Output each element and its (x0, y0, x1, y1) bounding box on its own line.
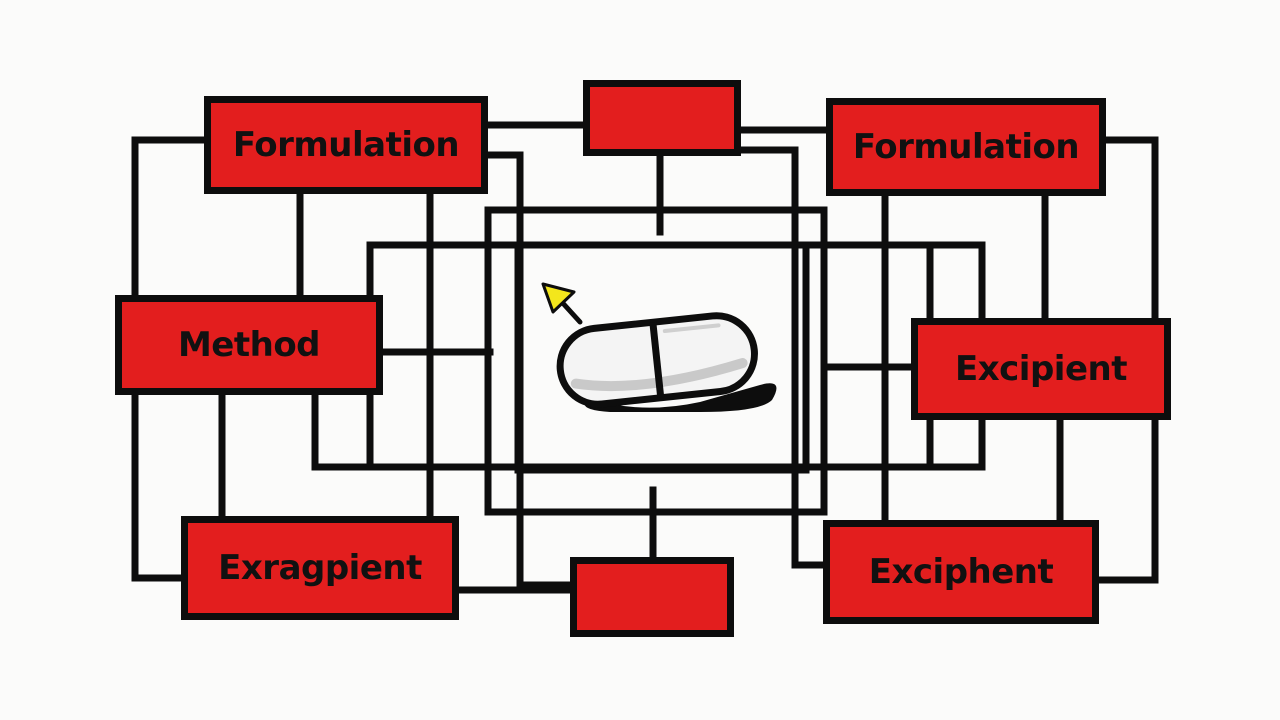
arrow-cursor-icon (543, 284, 580, 322)
exciphent-box: Exciphent (823, 520, 1099, 624)
exragpient-box: Exragpient (181, 516, 459, 620)
excipient-box: Excipient (911, 318, 1171, 420)
top-center-box (583, 80, 741, 156)
bottom-center-box (570, 557, 734, 637)
formulation-box-right: Formulation (826, 98, 1106, 196)
method-box: Method (115, 295, 383, 395)
formulation-box-left: Formulation (204, 96, 488, 194)
capsule-pill-icon (556, 312, 758, 408)
